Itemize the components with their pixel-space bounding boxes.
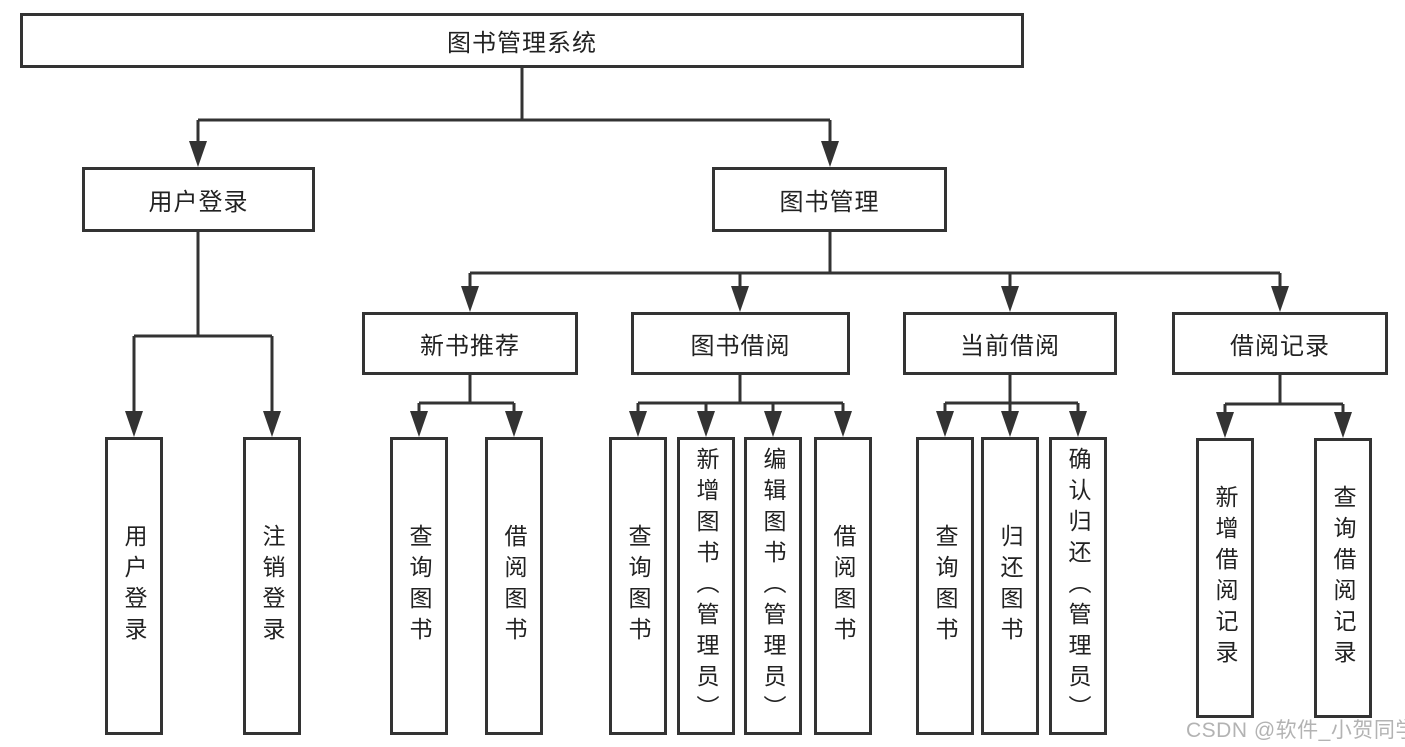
connector-bookmgmt-to-level3 bbox=[461, 232, 1289, 312]
leaf-edit-books-admin: 编辑图书（管理员） bbox=[744, 437, 802, 735]
node-book-borrow: 图书借阅 bbox=[631, 312, 850, 375]
node-label: 新增图书（管理员） bbox=[693, 446, 719, 726]
leaf-query-borrow-record: 查询借阅记录 bbox=[1314, 438, 1372, 718]
arrow-down-icon bbox=[1216, 412, 1234, 438]
connector-current-to-leaves bbox=[936, 375, 1087, 437]
leaf-query-books-current: 查询图书 bbox=[916, 437, 974, 735]
arrow-down-icon bbox=[1069, 411, 1087, 437]
node-label: 确认归还（管理员） bbox=[1065, 446, 1091, 726]
arrow-down-icon bbox=[821, 141, 839, 167]
leaf-confirm-return-admin: 确认归还（管理员） bbox=[1049, 437, 1107, 735]
leaf-user-login: 用户登录 bbox=[105, 437, 163, 735]
arrow-down-icon bbox=[1271, 286, 1289, 312]
node-label: 图书借阅 bbox=[690, 333, 791, 360]
connector-borrow-to-leaves bbox=[629, 375, 852, 437]
node-label: 查询图书 bbox=[932, 524, 958, 648]
node-label: 注销登录 bbox=[259, 524, 285, 648]
leaf-return-books: 归还图书 bbox=[981, 437, 1039, 735]
node-library-management-system: 图书管理系统 bbox=[20, 13, 1024, 68]
node-label: 新书推荐 bbox=[420, 333, 520, 360]
node-book-management: 图书管理 bbox=[712, 167, 947, 232]
arrow-down-icon bbox=[189, 141, 207, 167]
leaf-query-books-recommend: 查询图书 bbox=[390, 437, 448, 735]
leaf-query-books-borrow: 查询图书 bbox=[609, 437, 667, 735]
connector-userlogin-to-leaves bbox=[125, 232, 281, 437]
node-label: 查询图书 bbox=[406, 524, 432, 648]
leaf-add-books-admin: 新增图书（管理员） bbox=[677, 437, 735, 735]
node-new-book-recommend: 新书推荐 bbox=[362, 312, 578, 375]
leaf-add-borrow-record: 新增借阅记录 bbox=[1196, 438, 1254, 718]
node-label: 用户登录 bbox=[148, 189, 249, 216]
node-label: 查询图书 bbox=[625, 524, 651, 648]
arrow-down-icon bbox=[263, 411, 281, 437]
arrow-down-icon bbox=[936, 411, 954, 437]
leaf-logout: 注销登录 bbox=[243, 437, 301, 735]
connector-newrec-to-leaves bbox=[410, 375, 523, 437]
arrow-down-icon bbox=[834, 411, 852, 437]
arrow-down-icon bbox=[125, 411, 143, 437]
arrow-down-icon bbox=[1001, 286, 1019, 312]
arrow-down-icon bbox=[461, 286, 479, 312]
arrow-down-icon bbox=[731, 286, 749, 312]
node-label: 编辑图书（管理员） bbox=[760, 446, 786, 726]
arrow-down-icon bbox=[505, 411, 523, 437]
node-label: 归还图书 bbox=[997, 524, 1023, 648]
node-label: 借阅图书 bbox=[501, 524, 527, 648]
node-label: 新增借阅记录 bbox=[1212, 485, 1238, 671]
node-user-login: 用户登录 bbox=[82, 167, 315, 232]
connector-records-to-leaves bbox=[1216, 375, 1352, 438]
node-label: 当前借阅 bbox=[960, 333, 1060, 360]
csdn-watermark: CSDN @软件_小贺同学 bbox=[1186, 719, 1405, 742]
arrow-down-icon bbox=[1001, 411, 1019, 437]
connector-root-to-level2 bbox=[189, 68, 839, 167]
node-label: 图书管理系统 bbox=[447, 30, 597, 57]
node-label: 借阅图书 bbox=[830, 524, 856, 648]
arrow-down-icon bbox=[764, 411, 782, 437]
arrow-down-icon bbox=[410, 411, 428, 437]
node-current-borrow: 当前借阅 bbox=[903, 312, 1117, 375]
leaf-borrow-books-recommend: 借阅图书 bbox=[485, 437, 543, 735]
arrow-down-icon bbox=[697, 411, 715, 437]
arrow-down-icon bbox=[629, 411, 647, 437]
node-borrow-records: 借阅记录 bbox=[1172, 312, 1388, 375]
arrow-down-icon bbox=[1334, 412, 1352, 438]
node-label: 查询借阅记录 bbox=[1330, 485, 1356, 671]
leaf-borrow-books: 借阅图书 bbox=[814, 437, 872, 735]
node-label: 借阅记录 bbox=[1230, 333, 1330, 360]
node-label: 用户登录 bbox=[121, 524, 147, 648]
node-label: 图书管理 bbox=[779, 189, 880, 216]
